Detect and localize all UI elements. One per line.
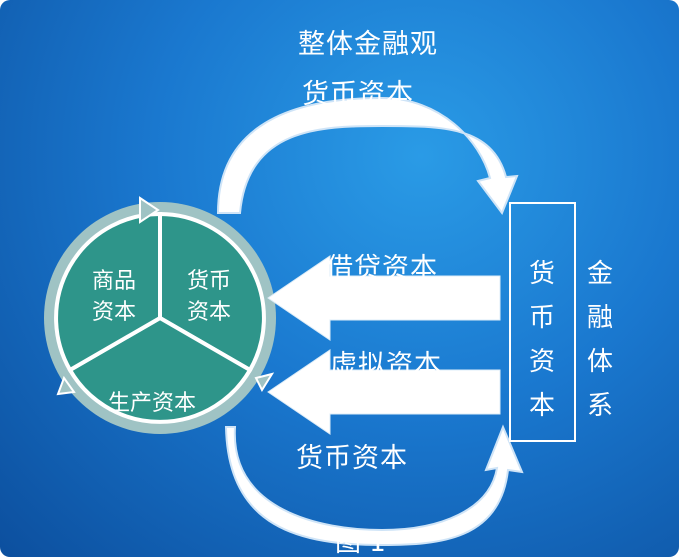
loan-capital-label: 借贷资本: [326, 253, 438, 284]
financial-system-text: 金 融 体 系: [585, 252, 615, 428]
money-capital-segment-label: 货币 资本: [183, 266, 235, 328]
money-box-char: 本: [528, 391, 555, 421]
money-segment-line2: 资本: [186, 300, 231, 325]
financial-system-char: 融: [586, 303, 613, 333]
bottom-curved-arrow: [224, 424, 524, 547]
title: 整体金融观: [298, 29, 438, 60]
commodity-label-line2: 资本: [91, 300, 136, 325]
financial-system-char: 金: [586, 259, 613, 289]
financial-system-char: 系: [586, 391, 613, 421]
money-capital-box: [509, 202, 576, 442]
commodity-capital-label: 商品 资本: [88, 266, 140, 328]
ring-arrowhead-top: [139, 196, 160, 224]
money-box-char: 货: [528, 259, 555, 289]
money-segment-line1: 货币: [186, 269, 231, 294]
ring-arrowhead-right: [254, 372, 275, 393]
money-box-char: 币: [528, 303, 555, 333]
money-box-text: 货 币 资 本: [527, 252, 557, 428]
bottom-arrow-label: 货币资本: [296, 443, 408, 474]
fictitious-capital-label: 虚拟资本: [330, 350, 442, 381]
figure-caption: 图 1: [335, 528, 386, 557]
financial-system-char: 体: [586, 347, 613, 377]
production-capital-label: 生产资本: [108, 391, 197, 416]
money-box-char: 资: [528, 347, 555, 377]
top-arrow-label: 货币资本: [302, 79, 414, 110]
ring-arrowhead-left: [56, 375, 76, 396]
top-curved-arrow: [216, 96, 519, 216]
loan-capital-arrow: [267, 255, 501, 341]
fictitious-capital-arrow: [267, 349, 501, 435]
commodity-label-line1: 商品: [91, 269, 136, 294]
segment-commodity-capital: [54, 211, 162, 373]
segment-production-capital: [67, 315, 253, 424]
